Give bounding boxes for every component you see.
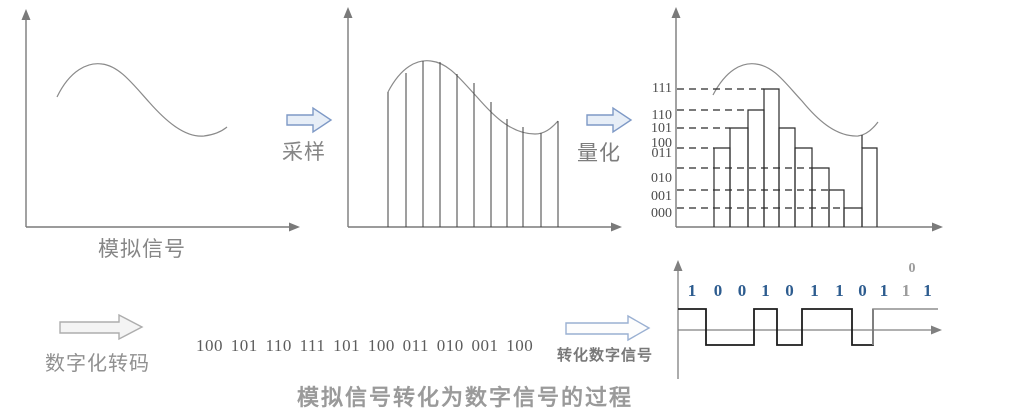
quantize-label: 量化 [577, 142, 621, 165]
sampled-y-axis-arrowhead [343, 7, 353, 18]
sampled-panel [343, 7, 622, 232]
digital-square-wave [678, 308, 938, 346]
to-digital-label: 转化数字信号 [557, 347, 654, 364]
quantized-y-axis-arrowhead [671, 7, 681, 18]
quantized-panel [671, 7, 943, 232]
level-label-111: 111 [652, 81, 672, 96]
bit-5: 1 [810, 281, 819, 300]
analog-x-axis-arrowhead [289, 222, 300, 232]
level-label-000: 000 [651, 206, 672, 221]
bit-8: 1 [879, 281, 889, 300]
bit-7: 0 [858, 281, 867, 300]
quantized-wave [712, 63, 879, 137]
level-label-010: 010 [651, 171, 672, 186]
level-label-101: 101 [651, 121, 672, 136]
transcode-label: 数字化转码 [45, 353, 150, 375]
level-label-011: 011 [651, 146, 672, 161]
bit-9: 1 [901, 281, 911, 300]
bit-4: 0 [785, 281, 794, 300]
diagram-caption: 模拟信号转化为数字信号的过程 [297, 385, 634, 410]
transcoded-bits-sequence: 100 101 110 111 101 100 011 010 001 100 [196, 336, 534, 355]
level-label-100: 100 [651, 136, 672, 151]
stray-bit-label: 0 [908, 261, 916, 276]
digital-x-axis-arrowhead [931, 325, 942, 335]
quantized-x-axis-arrowhead [932, 222, 943, 232]
analog-y-axis-arrowhead [21, 9, 31, 20]
digital-y-axis-arrowhead [673, 260, 683, 271]
analog-signal-label: 模拟信号 [98, 238, 186, 261]
analog-panel [21, 9, 300, 232]
bit-3: 1 [761, 281, 770, 300]
transcode-arrow-icon [59, 313, 144, 341]
sampling-arrow-icon [286, 106, 333, 134]
sampling-label: 采样 [282, 141, 326, 164]
bit-1: 0 [713, 281, 723, 300]
bit-2: 0 [737, 281, 747, 300]
digital-panel [673, 260, 942, 379]
sampled-x-axis-arrowhead [611, 222, 622, 232]
quantization-bars [677, 88, 878, 227]
quantize-arrow-icon [586, 106, 633, 134]
bit-6: 1 [835, 281, 844, 300]
analog-wave [56, 63, 228, 137]
level-label-110: 110 [651, 108, 672, 123]
sampled-wave [387, 60, 559, 135]
bit-0: 1 [687, 281, 697, 300]
to-digital-arrow-icon [565, 314, 651, 342]
bit-10: 1 [923, 281, 932, 300]
sample-lines [387, 61, 559, 227]
level-label-001: 001 [651, 189, 672, 204]
